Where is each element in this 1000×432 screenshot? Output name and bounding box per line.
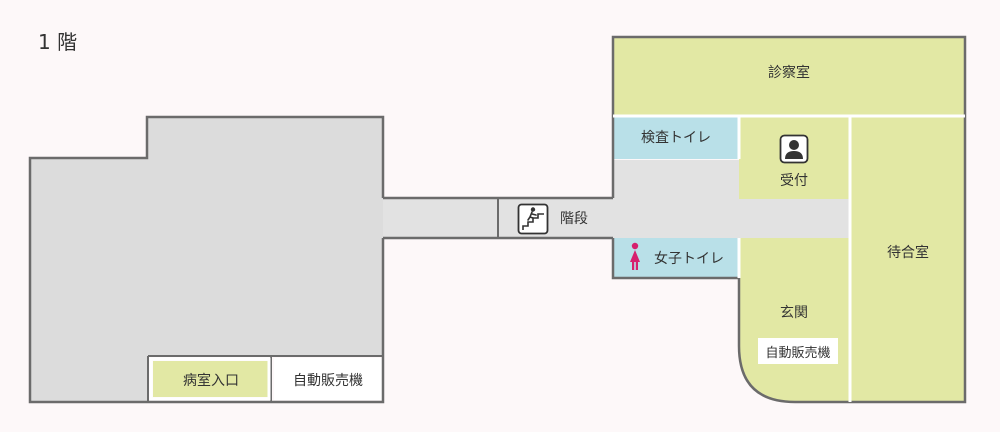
waiting-room-area [850, 116, 965, 402]
examination-room-label[interactable]: 診察室 [768, 65, 810, 81]
exam-toilet-label[interactable]: 検査トイレ [641, 130, 711, 146]
ward-entrance-area [153, 361, 268, 397]
floor-title: 1 階 [38, 30, 78, 54]
clinic-outer-wall [611, 35, 967, 404]
entrance-label[interactable]: 玄関 [780, 305, 808, 321]
examination-room-area [613, 37, 965, 116]
stairs-label[interactable]: 階段 [560, 211, 588, 227]
womens-toilet-label[interactable]: 女子トイレ [654, 251, 724, 267]
woman-icon [628, 242, 642, 272]
waiting-room-label[interactable]: 待合室 [887, 245, 929, 261]
person-icon [779, 134, 809, 164]
ward-vending-area [274, 358, 382, 400]
ward-bottom-strip [30, 356, 148, 402]
stairs-icon [517, 203, 549, 235]
reception-label[interactable]: 受付 [780, 173, 808, 189]
ward-outer-wall [28, 115, 385, 404]
ward-entrance-label[interactable]: 病室入口 [183, 373, 239, 389]
entrance-vending-label[interactable]: 自動販売機 [758, 338, 838, 364]
ward-vending-label[interactable]: 自動販売機 [293, 373, 363, 389]
ward-entrance-frame [149, 357, 271, 401]
exam-toilet-area [613, 116, 739, 159]
